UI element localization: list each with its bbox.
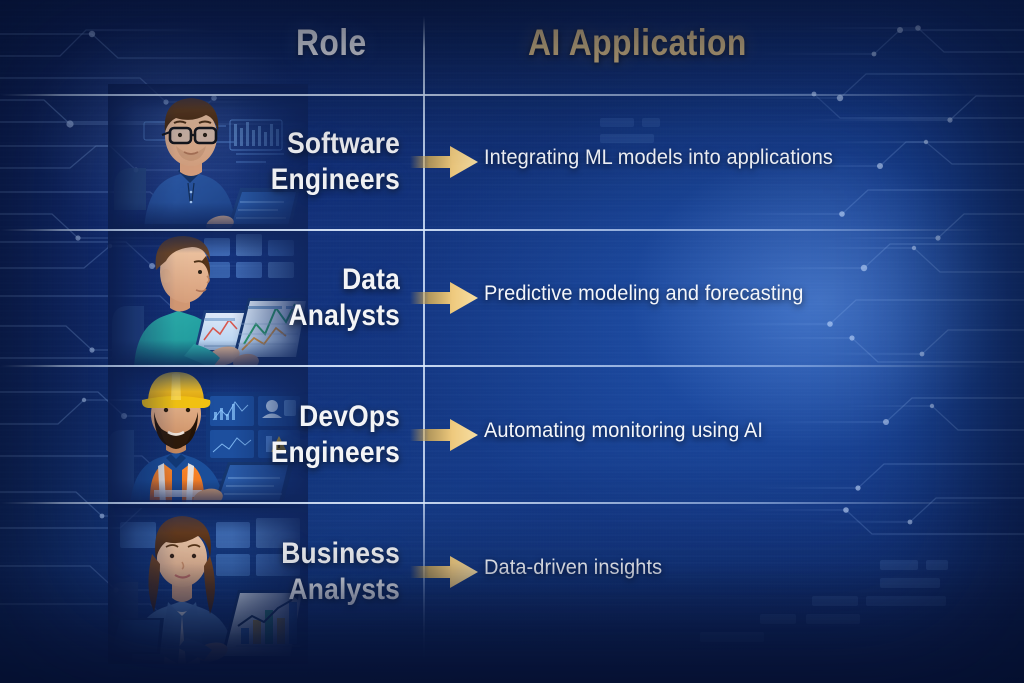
application-text: Integrating ML models into applications [484,146,833,169]
row-divider-2 [0,365,1000,367]
column-header-ai-application: AI Application [528,22,747,63]
role-label-line2: Engineers [270,436,400,469]
table-row: Business Analysts Data-driven insights [0,530,1024,630]
column-divider [423,16,425,662]
role-label-line1: Data [342,263,400,296]
role-label: DevOps Engineers [100,399,400,471]
arrow-icon [408,142,480,187]
application-text: Predictive modeling and forecasting [484,282,804,305]
application-text: Automating monitoring using AI [484,419,763,442]
table-row: DevOps Engineers Automating monitoring u… [0,393,1024,493]
role-label: Software Engineers [100,126,400,198]
role-label-line2: Analysts [288,573,400,606]
illustration-data-analyst [108,228,308,368]
table-row: Software Engineers Integrating ML models… [0,120,1024,220]
header-underline [0,94,1000,96]
role-label-line1: Business [281,537,400,570]
role-label-line1: Software [287,127,400,160]
arrow-icon [408,278,480,323]
arrow-icon [408,415,480,460]
row-divider-3 [0,502,1000,504]
role-label-line2: Analysts [288,299,400,332]
column-header-role: Role [296,22,367,63]
role-label-line1: DevOps [299,400,400,433]
illustration-software-engineer [108,84,308,232]
table-row: Data Analysts Predictive modeling and fo… [0,256,1024,356]
arrow-icon [408,552,480,597]
role-label-line2: Engineers [270,163,400,196]
application-text: Data-driven insights [484,556,663,579]
role-label: Business Analysts [100,536,400,608]
role-label: Data Analysts [100,262,400,334]
row-divider-1 [0,229,1000,231]
